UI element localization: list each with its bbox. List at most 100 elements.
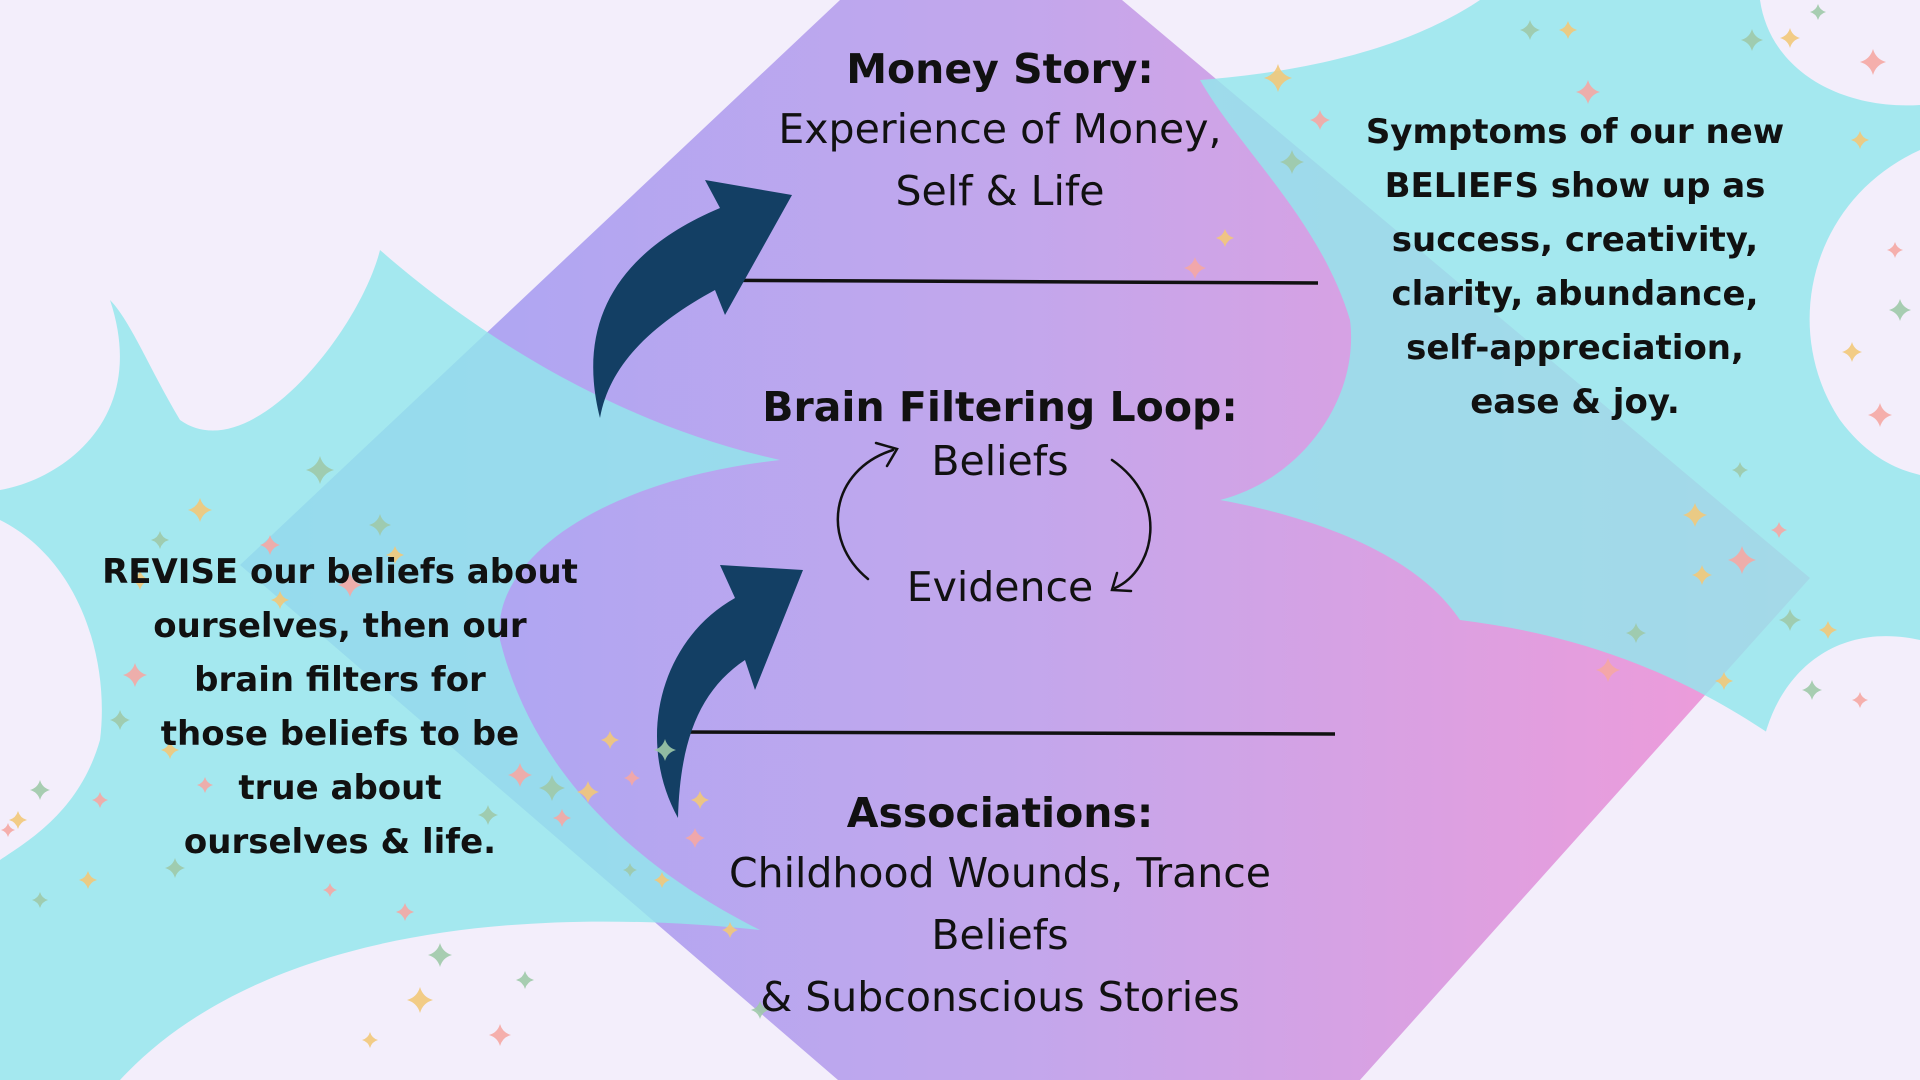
sparkle-icon (30, 780, 50, 800)
sparkle-icon (1596, 658, 1620, 682)
sparkle-icon (1310, 110, 1330, 130)
sparkle-icon (1842, 342, 1862, 362)
loop-right-arrow-icon (1110, 458, 1152, 593)
top-divider-line (661, 278, 1319, 285)
bottom-divider-line (676, 730, 1336, 736)
sparkle-icon (1728, 546, 1756, 574)
sparkle-icon (478, 805, 498, 825)
sparkle-icon (489, 1024, 511, 1046)
revise-line-4: those beliefs to be (160, 714, 520, 754)
sparkle-icon (165, 858, 185, 878)
sparkle-icon (1819, 621, 1837, 639)
revise-line-6: ourselves & life. (183, 822, 497, 862)
money-story-block: Money Story: Experience of Money, Self &… (700, 40, 1300, 222)
revise-line-1: REVISE our beliefs about (102, 552, 578, 592)
sparkle-icon (188, 498, 212, 522)
sparkle-icon (1216, 229, 1234, 247)
loop-evidence-label: Evidence (906, 563, 1094, 611)
sparkle-decorations (1, 4, 1911, 1048)
sparkle-icon (362, 1032, 378, 1048)
sparkle-icon (1715, 672, 1733, 690)
sparkle-icon (1851, 131, 1869, 149)
sparkle-icon (1280, 150, 1304, 174)
sparkle-icon (601, 731, 619, 749)
sparkle-icon (624, 770, 640, 786)
sparkle-icon (151, 531, 169, 549)
revise-text-block: REVISE our beliefs about ourselves, then… (85, 545, 595, 869)
symptoms-line-3: success, creativity, (1391, 220, 1759, 260)
revise-line-2: ourselves, then our (153, 606, 527, 646)
sparkle-icon (691, 791, 709, 809)
associations-title: Associations: (846, 789, 1154, 837)
sparkle-icon (323, 883, 337, 897)
sparkle-icon (130, 570, 150, 590)
sparkle-icon (685, 828, 705, 848)
sparkle-icon (1741, 29, 1763, 51)
sparkle-icon (1264, 64, 1292, 92)
sparkle-icon (386, 546, 404, 564)
sparkle-icon (161, 741, 179, 759)
sparkle-icon (623, 863, 637, 877)
sparkle-icon (260, 535, 280, 555)
sparkle-icon (1559, 21, 1577, 39)
associations-line-2: Beliefs (931, 911, 1069, 959)
revise-line-3: brain filters for (194, 660, 486, 700)
sparkle-icon (508, 763, 532, 787)
sparkle-icon (1868, 403, 1892, 427)
sparkle-icon (1626, 623, 1646, 643)
sparkle-icon (197, 777, 213, 793)
sparkle-icon (1852, 692, 1868, 708)
sparkle-icon (1692, 565, 1712, 585)
sparkle-icon (1889, 299, 1911, 321)
sparkle-icon (1802, 680, 1822, 700)
sparkle-icon (79, 871, 97, 889)
symptoms-text-block: Symptoms of our new BELIEFS show up as s… (1340, 105, 1810, 429)
sparkle-icon (1683, 503, 1707, 527)
sparkle-icon (1780, 28, 1800, 48)
money-story-line-2: Self & Life (895, 167, 1105, 215)
sparkle-icon (1779, 609, 1801, 631)
sparkle-icon (577, 781, 599, 803)
right-white-scallop-mid (1809, 150, 1920, 475)
sparkle-icon (92, 792, 108, 808)
sparkle-icon (654, 739, 676, 761)
sparkle-icon (1732, 462, 1748, 478)
sparkle-icon (306, 456, 334, 484)
associations-block: Associations: Childhood Wounds, Trance B… (660, 784, 1340, 1028)
left-white-scallop (0, 520, 102, 860)
sparkle-icon (428, 943, 452, 967)
sparkle-icon (751, 1001, 769, 1019)
sparkle-icon (110, 710, 130, 730)
right-white-scallop-low (1760, 636, 1920, 910)
sparkle-icon (123, 663, 147, 687)
sparkle-icon (1184, 257, 1206, 279)
revise-line-5: true about (238, 768, 442, 808)
sparkle-icon (1860, 49, 1886, 75)
left-burst-shape (0, 250, 780, 1080)
sparkle-icon (1, 823, 15, 837)
symptoms-line-6: ease & joy. (1470, 382, 1680, 422)
loop-left-arrow-icon (836, 441, 899, 581)
sparkle-icon (9, 811, 27, 829)
money-story-line-1: Experience of Money, (778, 105, 1222, 153)
sparkle-icon (396, 903, 414, 921)
sparkle-icon (1887, 242, 1903, 258)
sparkle-icon (32, 892, 48, 908)
symptoms-line-1: Symptoms of our new (1365, 112, 1785, 152)
right-white-scallop-top (1760, 0, 1920, 106)
lower-curved-arrow-icon (656, 565, 803, 818)
sparkle-icon (338, 573, 362, 597)
sparkle-icon (1810, 4, 1826, 20)
loop-beliefs-label: Beliefs (931, 437, 1069, 485)
sparkle-icon (1576, 80, 1600, 104)
upper-curved-arrow-icon (593, 180, 792, 418)
sparkle-icon (654, 872, 670, 888)
sparkle-icon (516, 971, 534, 989)
brain-loop-title: Brain Filtering Loop: (762, 383, 1238, 431)
money-story-title: Money Story: (846, 45, 1154, 93)
sparkle-icon (1520, 20, 1540, 40)
associations-line-1: Childhood Wounds, Trance (728, 849, 1272, 897)
sparkle-icon (553, 809, 571, 827)
associations-line-3: & Subconscious Stories (760, 973, 1240, 1021)
